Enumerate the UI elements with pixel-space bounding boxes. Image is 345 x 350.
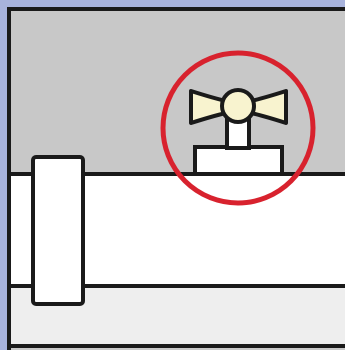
valve-base bbox=[193, 145, 284, 176]
valve-handle-hub bbox=[220, 88, 256, 124]
pipe-flange bbox=[31, 155, 85, 306]
pipe-lower-band bbox=[7, 284, 345, 348]
highlight-ring bbox=[160, 50, 316, 206]
